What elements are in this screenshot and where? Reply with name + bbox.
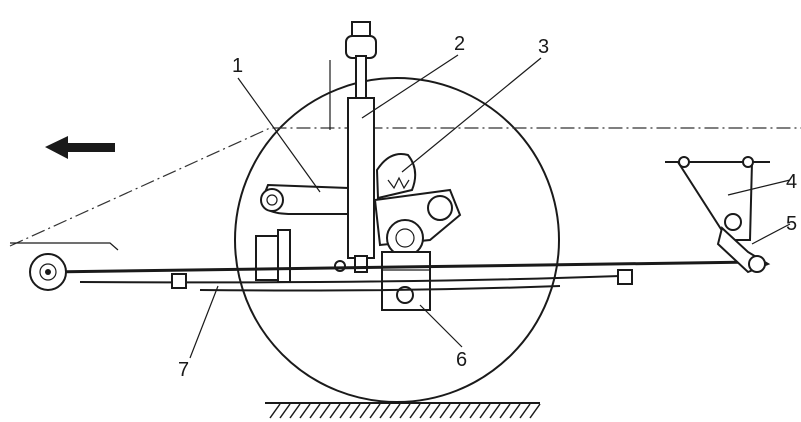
leaf-spring <box>47 260 756 292</box>
callout-2: 2 <box>454 33 465 55</box>
ground-hatch-line <box>449 403 461 419</box>
ground-hatch-line <box>419 403 431 419</box>
arrow-left-icon <box>45 136 115 159</box>
ground-hatch-line <box>469 403 481 419</box>
ground-hatch-line <box>479 403 491 419</box>
ground-hatch-line <box>269 403 281 419</box>
bracket-assembly <box>373 188 462 311</box>
axle-bracket <box>255 229 291 283</box>
shock-absorber <box>334 21 377 273</box>
ground-hatch-line <box>429 403 441 419</box>
ground-hatch-line <box>529 403 541 419</box>
ground-hatch-line <box>379 403 391 419</box>
callout-1: 1 <box>232 55 243 77</box>
ground-hatch-icon <box>265 402 541 419</box>
body-outline <box>10 242 119 251</box>
callout-4: 4 <box>786 171 797 193</box>
callout-6: 6 <box>456 349 467 371</box>
ground-hatch-line <box>439 403 451 419</box>
ground-hatch-line <box>339 403 351 419</box>
ground-hatch-line <box>509 403 521 419</box>
callout-5: 5 <box>786 213 797 235</box>
ground-hatch-line <box>399 403 411 419</box>
leader-lines <box>189 54 791 359</box>
ground-hatch-line <box>299 403 311 419</box>
front-spring-eye <box>29 253 67 291</box>
ground-hatch-line <box>319 403 331 419</box>
ground-hatch-line <box>359 403 371 419</box>
ground-hatch-line <box>289 403 301 419</box>
ground-hatch-line <box>369 403 381 419</box>
ground-hatch-line <box>349 403 361 419</box>
ground-hatch-line <box>489 403 501 419</box>
bump-stop <box>375 153 417 200</box>
spring-shackle <box>716 213 771 274</box>
ground-hatch-line <box>309 403 321 419</box>
stabilizer-link <box>260 183 349 215</box>
callout-7: 7 <box>178 359 189 381</box>
ground-hatch-line <box>279 403 291 419</box>
callout-3: 3 <box>538 36 549 58</box>
ground-hatch-line <box>499 403 511 419</box>
ground-hatch-line <box>389 403 401 419</box>
rear-hanger <box>665 156 770 241</box>
ground-hatch-line <box>329 403 341 419</box>
ground-hatch-line <box>459 403 471 419</box>
ground-hatch-line <box>409 403 421 419</box>
ground-hatch-line <box>519 403 531 419</box>
